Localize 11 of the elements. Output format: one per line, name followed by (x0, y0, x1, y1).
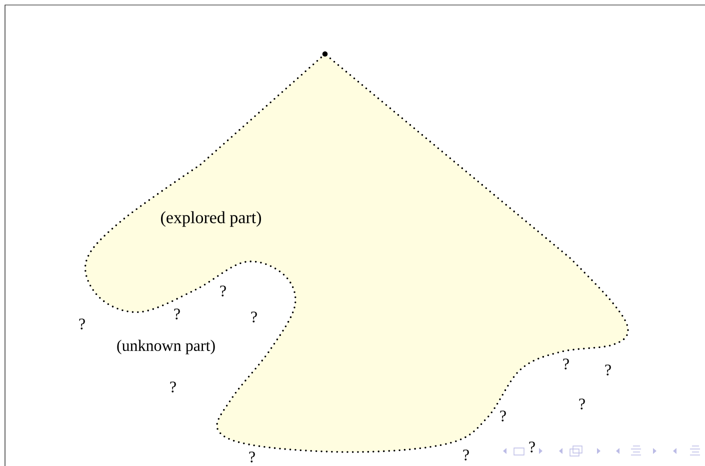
region-label: ? (529, 442, 535, 452)
region-label: ? (170, 382, 176, 392)
region-label: ? (220, 286, 226, 296)
region-label: ? (563, 358, 569, 370)
region-label: (unknown part) (117, 340, 215, 354)
region-label: ? (249, 452, 255, 462)
region-label: ? (500, 410, 506, 422)
region-label: ? (579, 398, 585, 410)
region-label: ? (174, 308, 180, 320)
region-label: ? (605, 364, 611, 376)
region-label: ? (251, 312, 257, 322)
